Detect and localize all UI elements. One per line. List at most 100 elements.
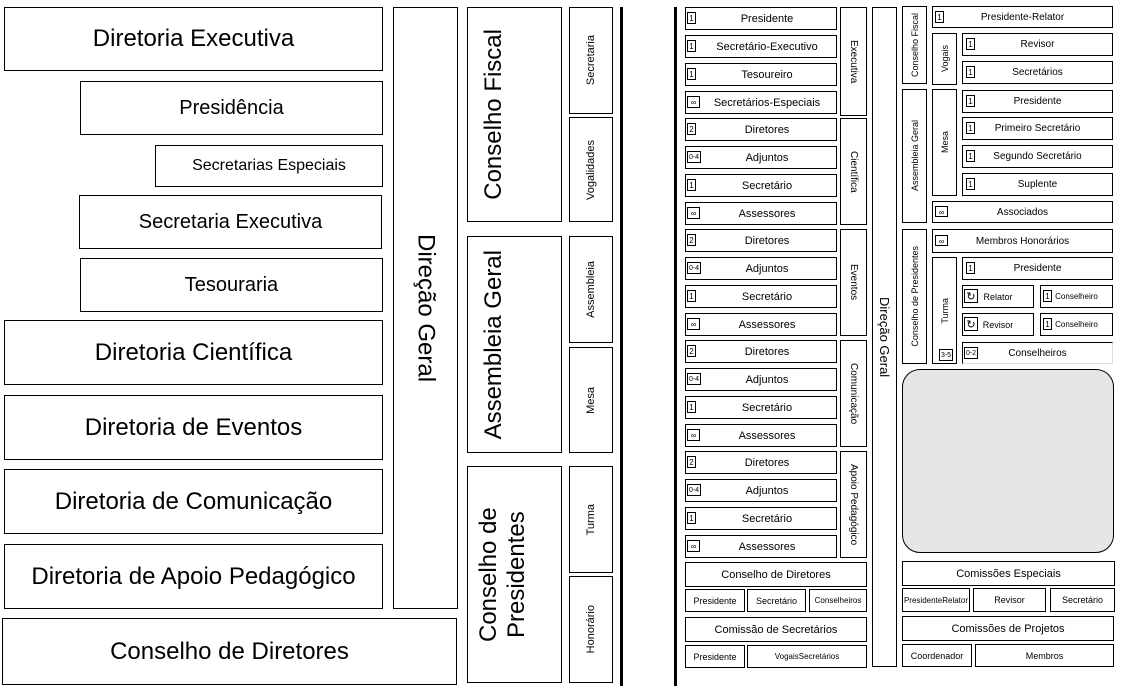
cp-coordenador: Coordenador [902, 644, 972, 667]
role-row-apoio: Assessores [685, 535, 837, 558]
group-apoio-pedagogico: Apoio Pedagógico [840, 451, 867, 558]
role-count-badge: 0-4 [687, 373, 701, 385]
role-row-comunicacao: Assessores [685, 424, 837, 447]
box-presidencia: Presidência [80, 81, 383, 135]
role-count-badge: 0-4 [687, 484, 701, 496]
cd-presidente: Presidente [685, 589, 745, 612]
role-count-badge: 1 [687, 68, 696, 80]
cp-conselheiros: Conselheiros [962, 342, 1113, 364]
role-row-eventos: Assessores [685, 313, 837, 336]
group-eventos: Eventos [840, 229, 867, 336]
role-row-cientifica: Diretores [685, 118, 837, 141]
group-conselho-fiscal: Conselho Fiscal [902, 6, 927, 84]
comissoes-especiais-title: Comissões Especiais [902, 561, 1115, 586]
cp-conselheiro-2-badge: 1 [1043, 318, 1052, 330]
box-diretoria-eventos: Diretoria de Eventos [4, 395, 383, 460]
ag-suplente-badge: 1 [966, 178, 975, 190]
separator-line-right [674, 7, 677, 686]
ag-associados: Associados [932, 201, 1113, 223]
box-turma: Turma [569, 466, 613, 573]
group-comunicacao: Comunicação [840, 340, 867, 447]
group-mesa: Mesa [932, 89, 957, 196]
box-mesa: Mesa [569, 347, 613, 453]
ce-presidente-relator: PresidenteRelator [902, 588, 970, 612]
cp-conselheiro-1-badge: 1 [1043, 290, 1052, 302]
cd-secretario: Secretário [747, 589, 806, 612]
cf-revisor-badge: 1 [966, 38, 975, 50]
role-count-badge: 2 [687, 234, 696, 246]
role-row-comunicacao: Adjuntos [685, 368, 837, 391]
cycle-icon: ↻ [964, 317, 978, 331]
role-count-badge: 0-4 [687, 151, 701, 163]
box-diretoria-apoio: Diretoria de Apoio Pedagógico [4, 544, 383, 609]
ce-secretario: Secretário [1050, 588, 1115, 612]
cp-presidente-badge: 1 [966, 262, 975, 274]
role-count-badge: 2 [687, 123, 696, 135]
role-row-executiva: Presidente [685, 7, 837, 30]
role-row-executiva: Tesoureiro [685, 63, 837, 86]
ag-primeiro-secretario-badge: 1 [966, 122, 975, 134]
empty-placeholder-panel [902, 369, 1114, 553]
group-cientifica: Científica [840, 118, 867, 225]
role-count-badge: ∞ [687, 318, 700, 330]
cycle-icon: ↻ [964, 289, 978, 303]
ag-segundo-secretario: Segundo Secretário [962, 145, 1113, 168]
cp-membros-honorarios: Membros Honorários [932, 229, 1113, 253]
separator-line [620, 7, 623, 686]
role-count-badge: 1 [687, 179, 696, 191]
cp-conselheiro-2: Conselheiro [1040, 313, 1113, 336]
box-conselho-presidentes: Conselho de Presidentes [467, 466, 562, 683]
cs-presidente: Presidente [685, 645, 745, 668]
ag-primeiro-secretario: Primeiro Secretário [962, 117, 1113, 140]
cf-presidente-relator-badge: 1 [935, 11, 944, 23]
group-assembleia-geral: Assembleia Geral [902, 89, 927, 223]
role-count-badge: 1 [687, 40, 696, 52]
box-secretaria-executiva: Secretaria Executiva [79, 195, 382, 249]
comissao-secretarios-title: Comissão de Secretários [685, 617, 867, 642]
box-diretoria-comunicacao: Diretoria de Comunicação [4, 469, 383, 534]
cp-revisor: Revisor [962, 313, 1034, 336]
role-row-executiva: Secretário-Executivo [685, 35, 837, 58]
role-row-apoio: Adjuntos [685, 479, 837, 502]
cf-secretarios-badge: 1 [966, 66, 975, 78]
role-count-badge: 2 [687, 456, 696, 468]
box-diretoria-executiva: Diretoria Executiva [4, 7, 383, 71]
role-row-apoio: Diretores [685, 451, 837, 474]
box-direcao-geral: Direção Geral [393, 7, 458, 609]
role-row-eventos: Secretário [685, 285, 837, 308]
role-row-comunicacao: Diretores [685, 340, 837, 363]
role-row-eventos: Adjuntos [685, 257, 837, 280]
role-row-comunicacao: Secretário [685, 396, 837, 419]
ag-associados-badge: ∞ [935, 206, 948, 217]
box-secretaria: Secretaria [569, 7, 613, 114]
role-row-executiva: Secretários-Especiais [685, 91, 837, 114]
box-secretarias-especiais: Secretarias Especiais [155, 145, 383, 187]
role-count-badge: 1 [687, 12, 696, 24]
box-assembleia: Assembleia [569, 236, 613, 343]
box-assembleia-geral: Assembleia Geral [467, 236, 562, 453]
ag-presidente-badge: 1 [966, 95, 975, 107]
conselho-diretores-title: Conselho de Diretores [685, 562, 867, 587]
box-vogalidades: Vogalidades [569, 117, 613, 222]
cf-secretarios: Secretários [962, 61, 1113, 84]
ag-suplente: Suplente [962, 173, 1113, 196]
role-count-badge: ∞ [687, 540, 700, 552]
role-row-eventos: Diretores [685, 229, 837, 252]
cd-conselheiros: Conselheiros [809, 589, 867, 612]
box-tesouraria: Tesouraria [80, 258, 383, 312]
role-row-apoio: Secretário [685, 507, 837, 530]
box-conselho-fiscal: Conselho Fiscal [467, 7, 562, 222]
group-direcao-geral: Direção Geral [872, 7, 897, 667]
role-count-badge: 1 [687, 401, 696, 413]
role-row-cientifica: Assessores [685, 202, 837, 225]
group-executiva: Executiva [840, 7, 867, 116]
role-row-cientifica: Adjuntos [685, 146, 837, 169]
cs-vogais: VogaisSecretários [747, 645, 867, 668]
ce-revisor: Revisor [973, 588, 1046, 612]
role-row-cientifica: Secretário [685, 174, 837, 197]
cp-membros: Membros [975, 644, 1114, 667]
group-vogais: Vogais [932, 33, 957, 85]
cf-revisor: Revisor [962, 33, 1113, 56]
ag-segundo-secretario-badge: 1 [966, 150, 975, 162]
role-count-badge: 0-4 [687, 262, 701, 274]
